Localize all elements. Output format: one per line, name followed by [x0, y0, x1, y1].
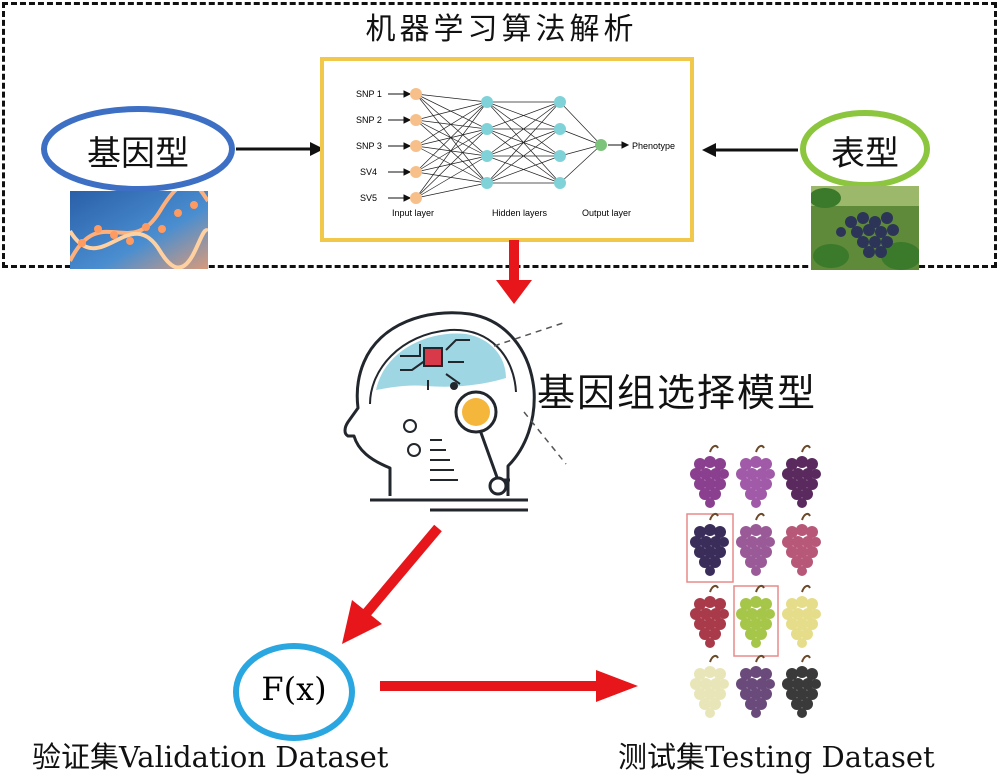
grape-bunch-icon	[735, 654, 776, 719]
input-label-snp3: SNP 3	[356, 141, 382, 151]
grape-bunch-icon	[735, 444, 776, 509]
layer-label-hidden: Hidden layers	[492, 208, 548, 218]
layer-label-input: Input layer	[392, 208, 434, 218]
validation-dataset-label: 验证集Validation Dataset	[32, 740, 389, 774]
grape-bunch-icon	[689, 512, 730, 577]
input-label-sv4: SV4	[360, 167, 377, 177]
ai-head-icon	[343, 311, 567, 512]
grape-bunch-icon	[735, 584, 776, 649]
grape-bunch-icon	[689, 654, 730, 719]
grape-row-4	[689, 654, 822, 719]
grape-bunch-icon	[781, 654, 822, 719]
testing-dataset-label: 测试集Testing Dataset	[618, 740, 935, 774]
highlight-frame	[733, 585, 779, 657]
ml-analysis-box	[2, 2, 997, 268]
genotype-label: 基因型	[87, 134, 189, 174]
genomic-selection-model-label: 基因组选择模型	[537, 371, 818, 415]
grape-bunch-icon	[689, 584, 730, 649]
neural-network-panel: SNP 1 SNP 2 SNP 3 SV4 SV5	[320, 57, 694, 242]
neural-network-diagram: SNP 1 SNP 2 SNP 3 SV4 SV5	[356, 88, 675, 218]
input-label-sv5: SV5	[360, 193, 377, 203]
vineyard-grapes-image	[811, 186, 919, 270]
input-nodes	[410, 88, 422, 204]
grape-bunch-icon	[781, 512, 822, 577]
dna-helix-icon	[70, 191, 208, 269]
grape-bunch-icon	[781, 444, 822, 509]
genotype-oval	[41, 106, 235, 192]
arrow-to-testing	[380, 670, 638, 702]
ml-analysis-title: 机器学习算法解析	[365, 12, 638, 47]
grape-bunch-icon	[781, 584, 822, 649]
arrow-to-function	[342, 524, 442, 644]
phenotype-oval	[800, 110, 930, 188]
arrow-to-model	[496, 240, 532, 304]
input-label-snp1: SNP 1	[356, 89, 382, 99]
grape-row-2	[686, 512, 822, 583]
grape-bunch-icon	[735, 512, 776, 577]
grape-bunch-icon	[689, 444, 730, 509]
dna-image	[70, 191, 208, 269]
phenotype-label: 表型	[831, 134, 899, 174]
grape-row-3	[689, 584, 822, 657]
grape-cluster-icon	[836, 212, 899, 258]
layer-label-output: Output layer	[582, 208, 631, 218]
output-node	[595, 139, 607, 151]
arrow-phenotype-to-network	[702, 143, 798, 157]
function-oval	[233, 643, 355, 741]
grape-varieties-grid	[686, 444, 822, 719]
output-label: Phenotype	[632, 141, 675, 151]
grape-row-1	[689, 444, 822, 509]
highlight-frame	[686, 513, 734, 583]
arrow-genotype-to-network	[236, 142, 324, 156]
hidden-nodes	[481, 96, 566, 189]
function-label: F(x)	[261, 670, 327, 708]
input-label-snp2: SNP 2	[356, 115, 382, 125]
